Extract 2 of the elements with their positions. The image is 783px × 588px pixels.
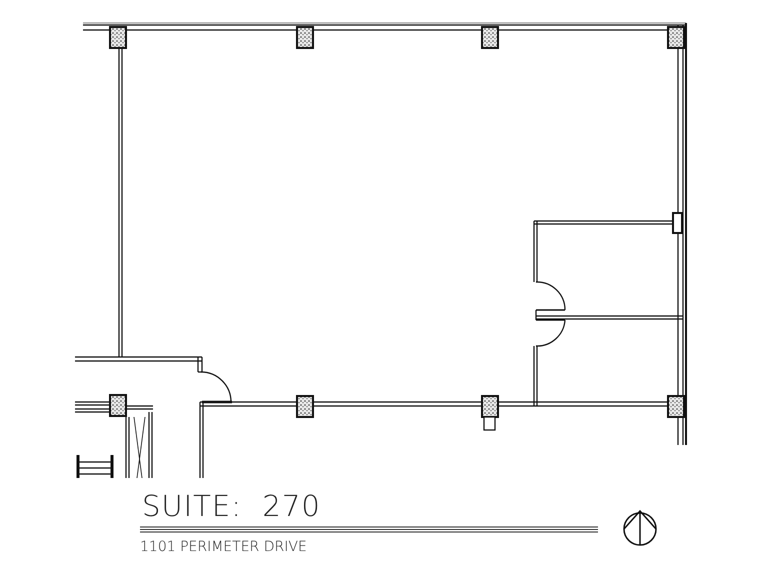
address-text: 1101 PERIMETER DRIVE bbox=[140, 540, 307, 554]
suite-title: SUITE: 270 bbox=[142, 492, 321, 521]
